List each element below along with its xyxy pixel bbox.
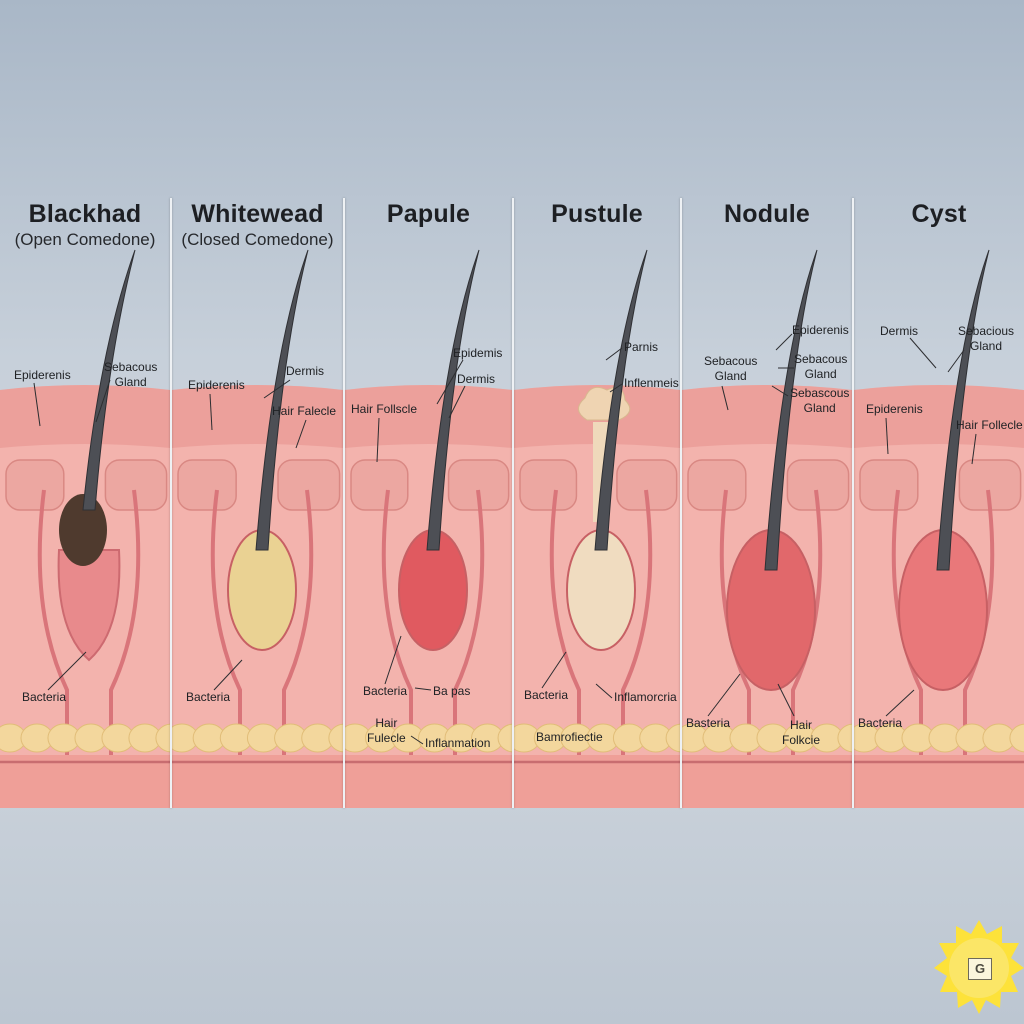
panel-subtitle: (Closed Comedone) <box>181 230 334 249</box>
anatomy-label: Hair Follscle <box>351 402 418 416</box>
panel-title: Papule <box>386 200 471 228</box>
anatomy-label: Inflanmation <box>425 736 491 750</box>
anatomy-label: Inflenmeis <box>624 376 679 390</box>
anatomy-label: Hair Follecle <box>956 418 1023 432</box>
panel-title: Cyst <box>911 200 967 228</box>
anatomy-label: Bacteria <box>22 690 67 704</box>
skin-cross-section <box>0 249 170 808</box>
badge-letter: G <box>968 958 992 980</box>
anatomy-label: Dermis <box>286 364 324 378</box>
anatomy-label: Sebacious Gland <box>958 324 1015 353</box>
panel-subtitle: (Open Comedone) <box>14 230 156 249</box>
panel-2: Whitewead (Closed Comedone) Epiderenis Derm… <box>172 190 343 808</box>
panel-title: Nodule <box>724 200 810 228</box>
anatomy-label: Sebacous Gland <box>704 354 758 383</box>
anatomy-label: Epiderenis <box>866 402 923 416</box>
skin-cross-section <box>854 249 1024 808</box>
anatomy-label: Hair Falecle <box>272 404 337 418</box>
badge: G <box>934 918 1024 1014</box>
anatomy-label: Bacteria <box>363 684 408 698</box>
anatomy-label: Sebacous Gland <box>794 352 848 381</box>
panel-divider <box>343 198 345 808</box>
panel-1: Blackhad (Open Comedone) Epiderenis Sebacou… <box>0 190 170 808</box>
anatomy-label: Parnis <box>624 340 659 354</box>
anatomy-label: Hair Folkcie <box>782 718 821 747</box>
anatomy-label: Ba pas <box>433 684 471 698</box>
anatomy-label: Bamrofiectie <box>536 730 603 744</box>
panel-divider <box>680 198 682 808</box>
anatomy-label: Epiderenis <box>792 323 849 337</box>
anatomy-label: Dermis <box>457 372 495 386</box>
panel-divider <box>852 198 854 808</box>
anatomy-label: Epiderenis <box>14 368 71 382</box>
anatomy-label: Bacteria <box>524 688 569 702</box>
skin-cross-section <box>682 249 852 808</box>
anatomy-label: Inflamorcria <box>614 690 677 704</box>
panel-title: Pustule <box>551 200 643 228</box>
anatomy-label: Epidemis <box>453 346 503 360</box>
skin-cross-section <box>172 249 343 808</box>
skin-cross-section <box>345 249 512 808</box>
anatomy-label: Epiderenis <box>188 378 245 392</box>
anatomy-label: Hair Fulecle <box>367 716 406 745</box>
anatomy-label: Sebascous Gland <box>790 386 850 415</box>
panel-divider <box>170 198 172 808</box>
anatomy-label: Basteria <box>686 716 731 730</box>
anatomy-label: Bacteria <box>186 690 231 704</box>
panel-divider <box>512 198 514 808</box>
anatomy-label: Bacteria <box>858 716 903 730</box>
anatomy-label: Sebacous Gland <box>104 360 158 389</box>
panel-title: Whitewead <box>191 200 324 228</box>
panel-title: Blackhad <box>28 200 142 228</box>
skin-cross-section <box>514 249 680 808</box>
anatomy-label: Dermis <box>880 324 918 338</box>
